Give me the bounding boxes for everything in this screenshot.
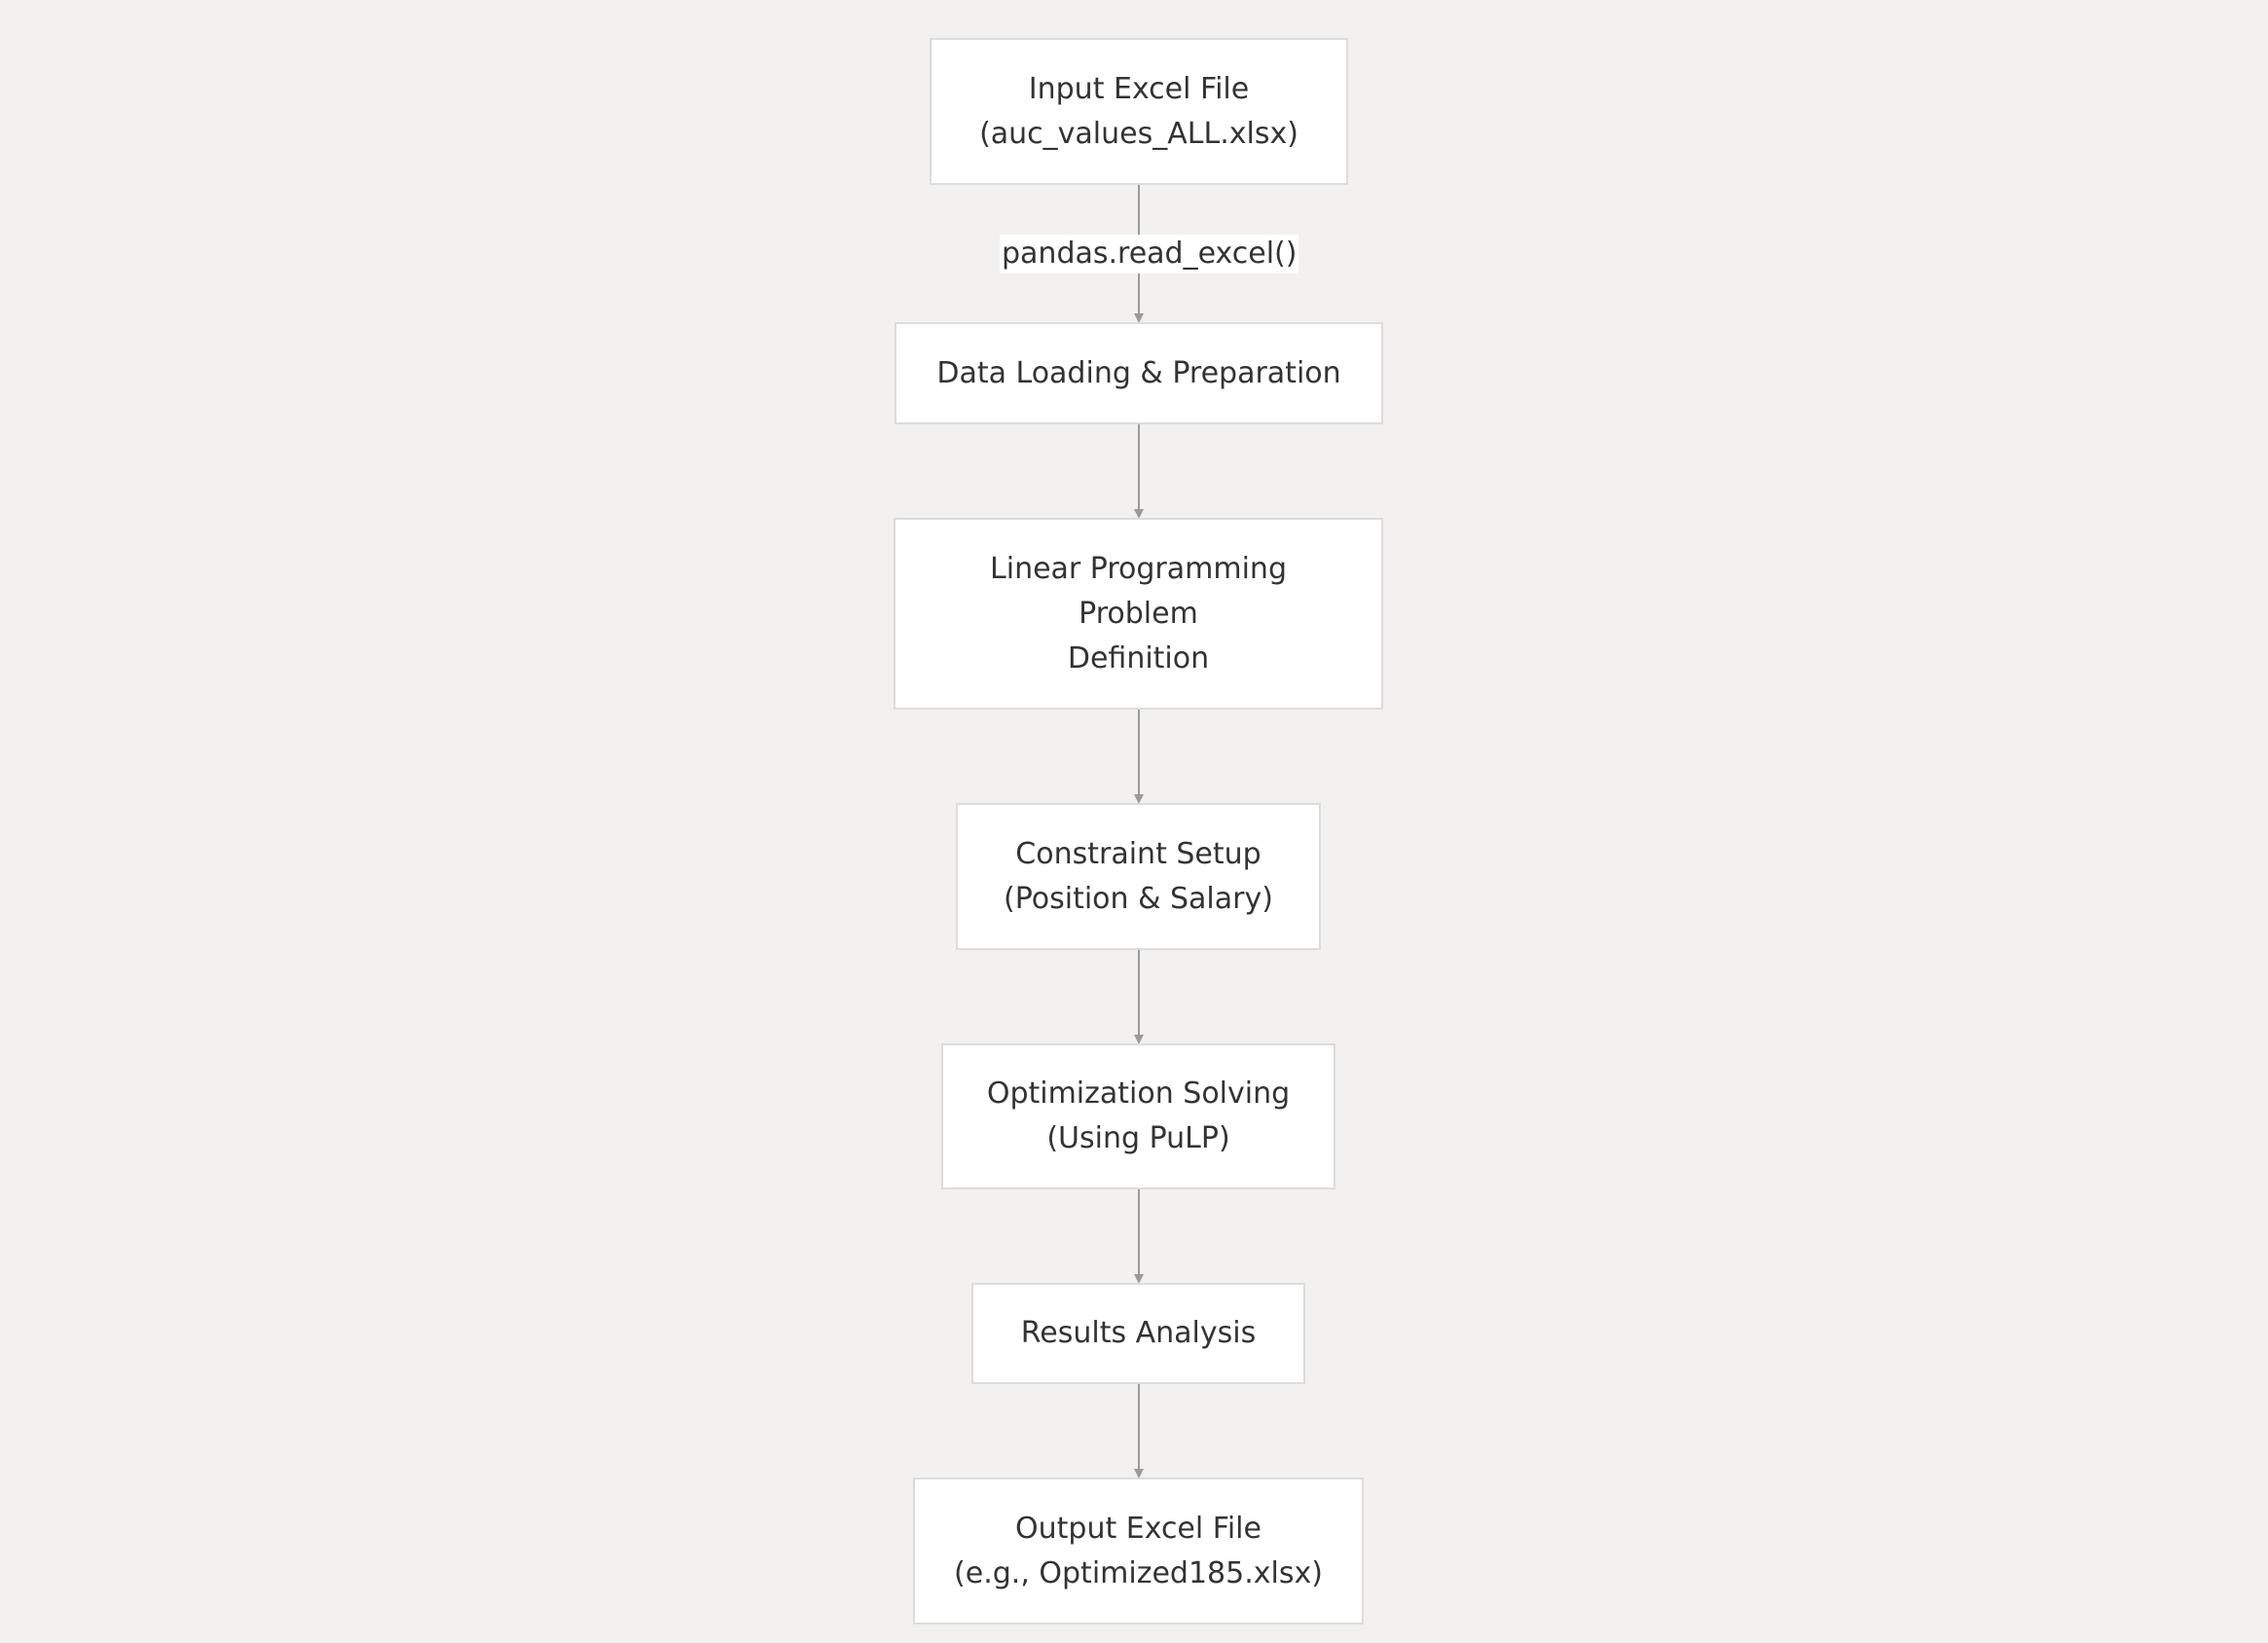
node-constraints-title: Constraint Setup: [1015, 836, 1262, 871]
node-input-excel-file: Input Excel File (auc_values_ALL.xlsx): [930, 38, 1348, 185]
node-output-filename: (e.g., Optimized185.xlsx): [954, 1555, 1323, 1590]
node-optimization-solving: Optimization Solving (Using PuLP): [941, 1043, 1335, 1189]
node-output-excel-file: Output Excel File (e.g., Optimized185.xl…: [913, 1478, 1364, 1625]
node-lp-line1: Linear Programming: [990, 551, 1287, 586]
node-results-analysis: Results Analysis: [971, 1283, 1305, 1384]
node-input-filename: (auc_values_ALL.xlsx): [979, 116, 1299, 151]
node-loading-title: Data Loading & Preparation: [936, 355, 1341, 390]
edge-label-read-excel: pandas.read_excel(): [1000, 235, 1299, 274]
node-solving-detail: (Using PuLP): [1046, 1121, 1230, 1155]
node-lp-line2: Problem: [1079, 596, 1198, 631]
node-lp-definition: Linear Programming Problem Definition: [894, 518, 1383, 710]
node-constraints-detail: (Position & Salary): [1004, 881, 1273, 916]
node-lp-line3: Definition: [1067, 640, 1210, 675]
node-output-title: Output Excel File: [1015, 1511, 1262, 1546]
node-results-title: Results Analysis: [1020, 1316, 1257, 1350]
node-constraint-setup: Constraint Setup (Position & Salary): [956, 803, 1321, 950]
node-input-title: Input Excel File: [1028, 71, 1250, 106]
node-solving-title: Optimization Solving: [986, 1077, 1291, 1111]
node-data-loading: Data Loading & Preparation: [895, 322, 1383, 424]
